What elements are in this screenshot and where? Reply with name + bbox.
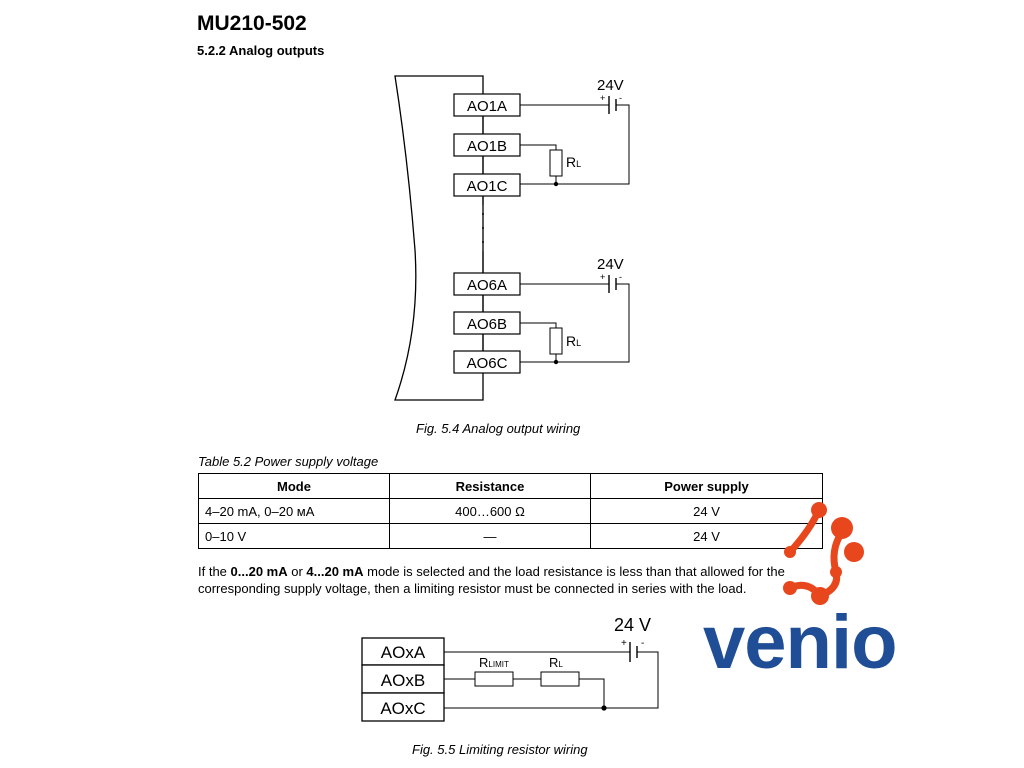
battery-x-voltage: 24 V bbox=[614, 615, 651, 635]
terminal-box-aoxa bbox=[361, 637, 445, 666]
header-power-supply: Power supply bbox=[590, 473, 823, 499]
terminal-box-ao1c bbox=[453, 173, 521, 197]
resistor-rl-6-label: RL bbox=[566, 333, 581, 349]
cell-mode: 0–10 V bbox=[198, 523, 390, 549]
power-supply-table: Mode Resistance Power supply 4–20 mA, 0–… bbox=[198, 473, 823, 549]
resistor-rl-x-label: RL bbox=[549, 655, 563, 670]
figure-5-4-caption: Fig. 5.4 Analog output wiring bbox=[416, 421, 581, 436]
battery-x-plus: + bbox=[621, 638, 627, 649]
table-caption: Table 5.2 Power supply voltage bbox=[198, 454, 379, 469]
terminal-label-ao1a: AO1A bbox=[467, 98, 507, 115]
terminal-label-aoxa: AOxA bbox=[381, 643, 426, 662]
battery-6-minus: - bbox=[619, 272, 622, 282]
terminal-label-ao1b: AO1B bbox=[467, 138, 507, 155]
terminal-label-ao6c: AO6C bbox=[467, 355, 508, 372]
note-paragraph: If the 0...20 mA or 4...20 mA mode is se… bbox=[198, 564, 785, 596]
venio-logo-mark-icon bbox=[783, 502, 864, 605]
section-title: 5.2.2 Analog outputs bbox=[197, 43, 325, 58]
resistor-rlimit bbox=[474, 671, 514, 687]
resistor-rl-1 bbox=[549, 149, 563, 177]
table-row: 0–10 V — 24 V bbox=[198, 523, 823, 549]
cell-power-supply: 24 V bbox=[590, 523, 823, 549]
resistor-rl-1-label: RL bbox=[566, 154, 581, 170]
cell-resistance: 400…600 Ω bbox=[389, 498, 591, 524]
header-mode: Mode bbox=[198, 473, 390, 499]
terminal-label-aoxc: AOxC bbox=[380, 699, 425, 718]
table-row: 4–20 mA, 0–20 мA 400…600 Ω 24 V bbox=[198, 498, 823, 524]
header-resistance: Resistance bbox=[389, 473, 591, 499]
battery-1-plus: + bbox=[600, 93, 605, 103]
terminal-box-aoxb bbox=[361, 664, 445, 694]
battery-1-voltage: 24V bbox=[597, 77, 624, 94]
terminal-label-ao6a: AO6A bbox=[467, 277, 507, 294]
battery-6-plus: + bbox=[600, 272, 605, 282]
resistor-rl-6 bbox=[549, 327, 563, 355]
module-outline bbox=[394, 75, 484, 401]
figure-5-5-caption: Fig. 5.5 Limiting resistor wiring bbox=[412, 742, 588, 757]
resistor-rl-x bbox=[540, 671, 580, 687]
battery-6-voltage: 24V bbox=[597, 256, 624, 273]
table-header-row: Mode Resistance Power supply bbox=[198, 473, 823, 499]
resistor-rlimit-label: RLIMIT bbox=[479, 655, 509, 670]
cell-power-supply: 24 V bbox=[590, 498, 823, 524]
cell-mode: 4–20 mA, 0–20 мA bbox=[198, 498, 390, 524]
terminal-label-ao1c: AO1C bbox=[467, 178, 508, 195]
document-title: MU210-502 bbox=[197, 12, 307, 35]
terminal-label-ao6b: AO6B bbox=[467, 316, 507, 333]
battery-x-minus: - bbox=[641, 638, 644, 649]
cell-resistance: — bbox=[389, 523, 591, 549]
terminal-label-aoxb: AOxB bbox=[381, 671, 425, 690]
battery-1-minus: - bbox=[619, 93, 622, 103]
venio-logo-text: venio bbox=[703, 600, 897, 685]
terminal-box-aoxc bbox=[361, 692, 445, 722]
